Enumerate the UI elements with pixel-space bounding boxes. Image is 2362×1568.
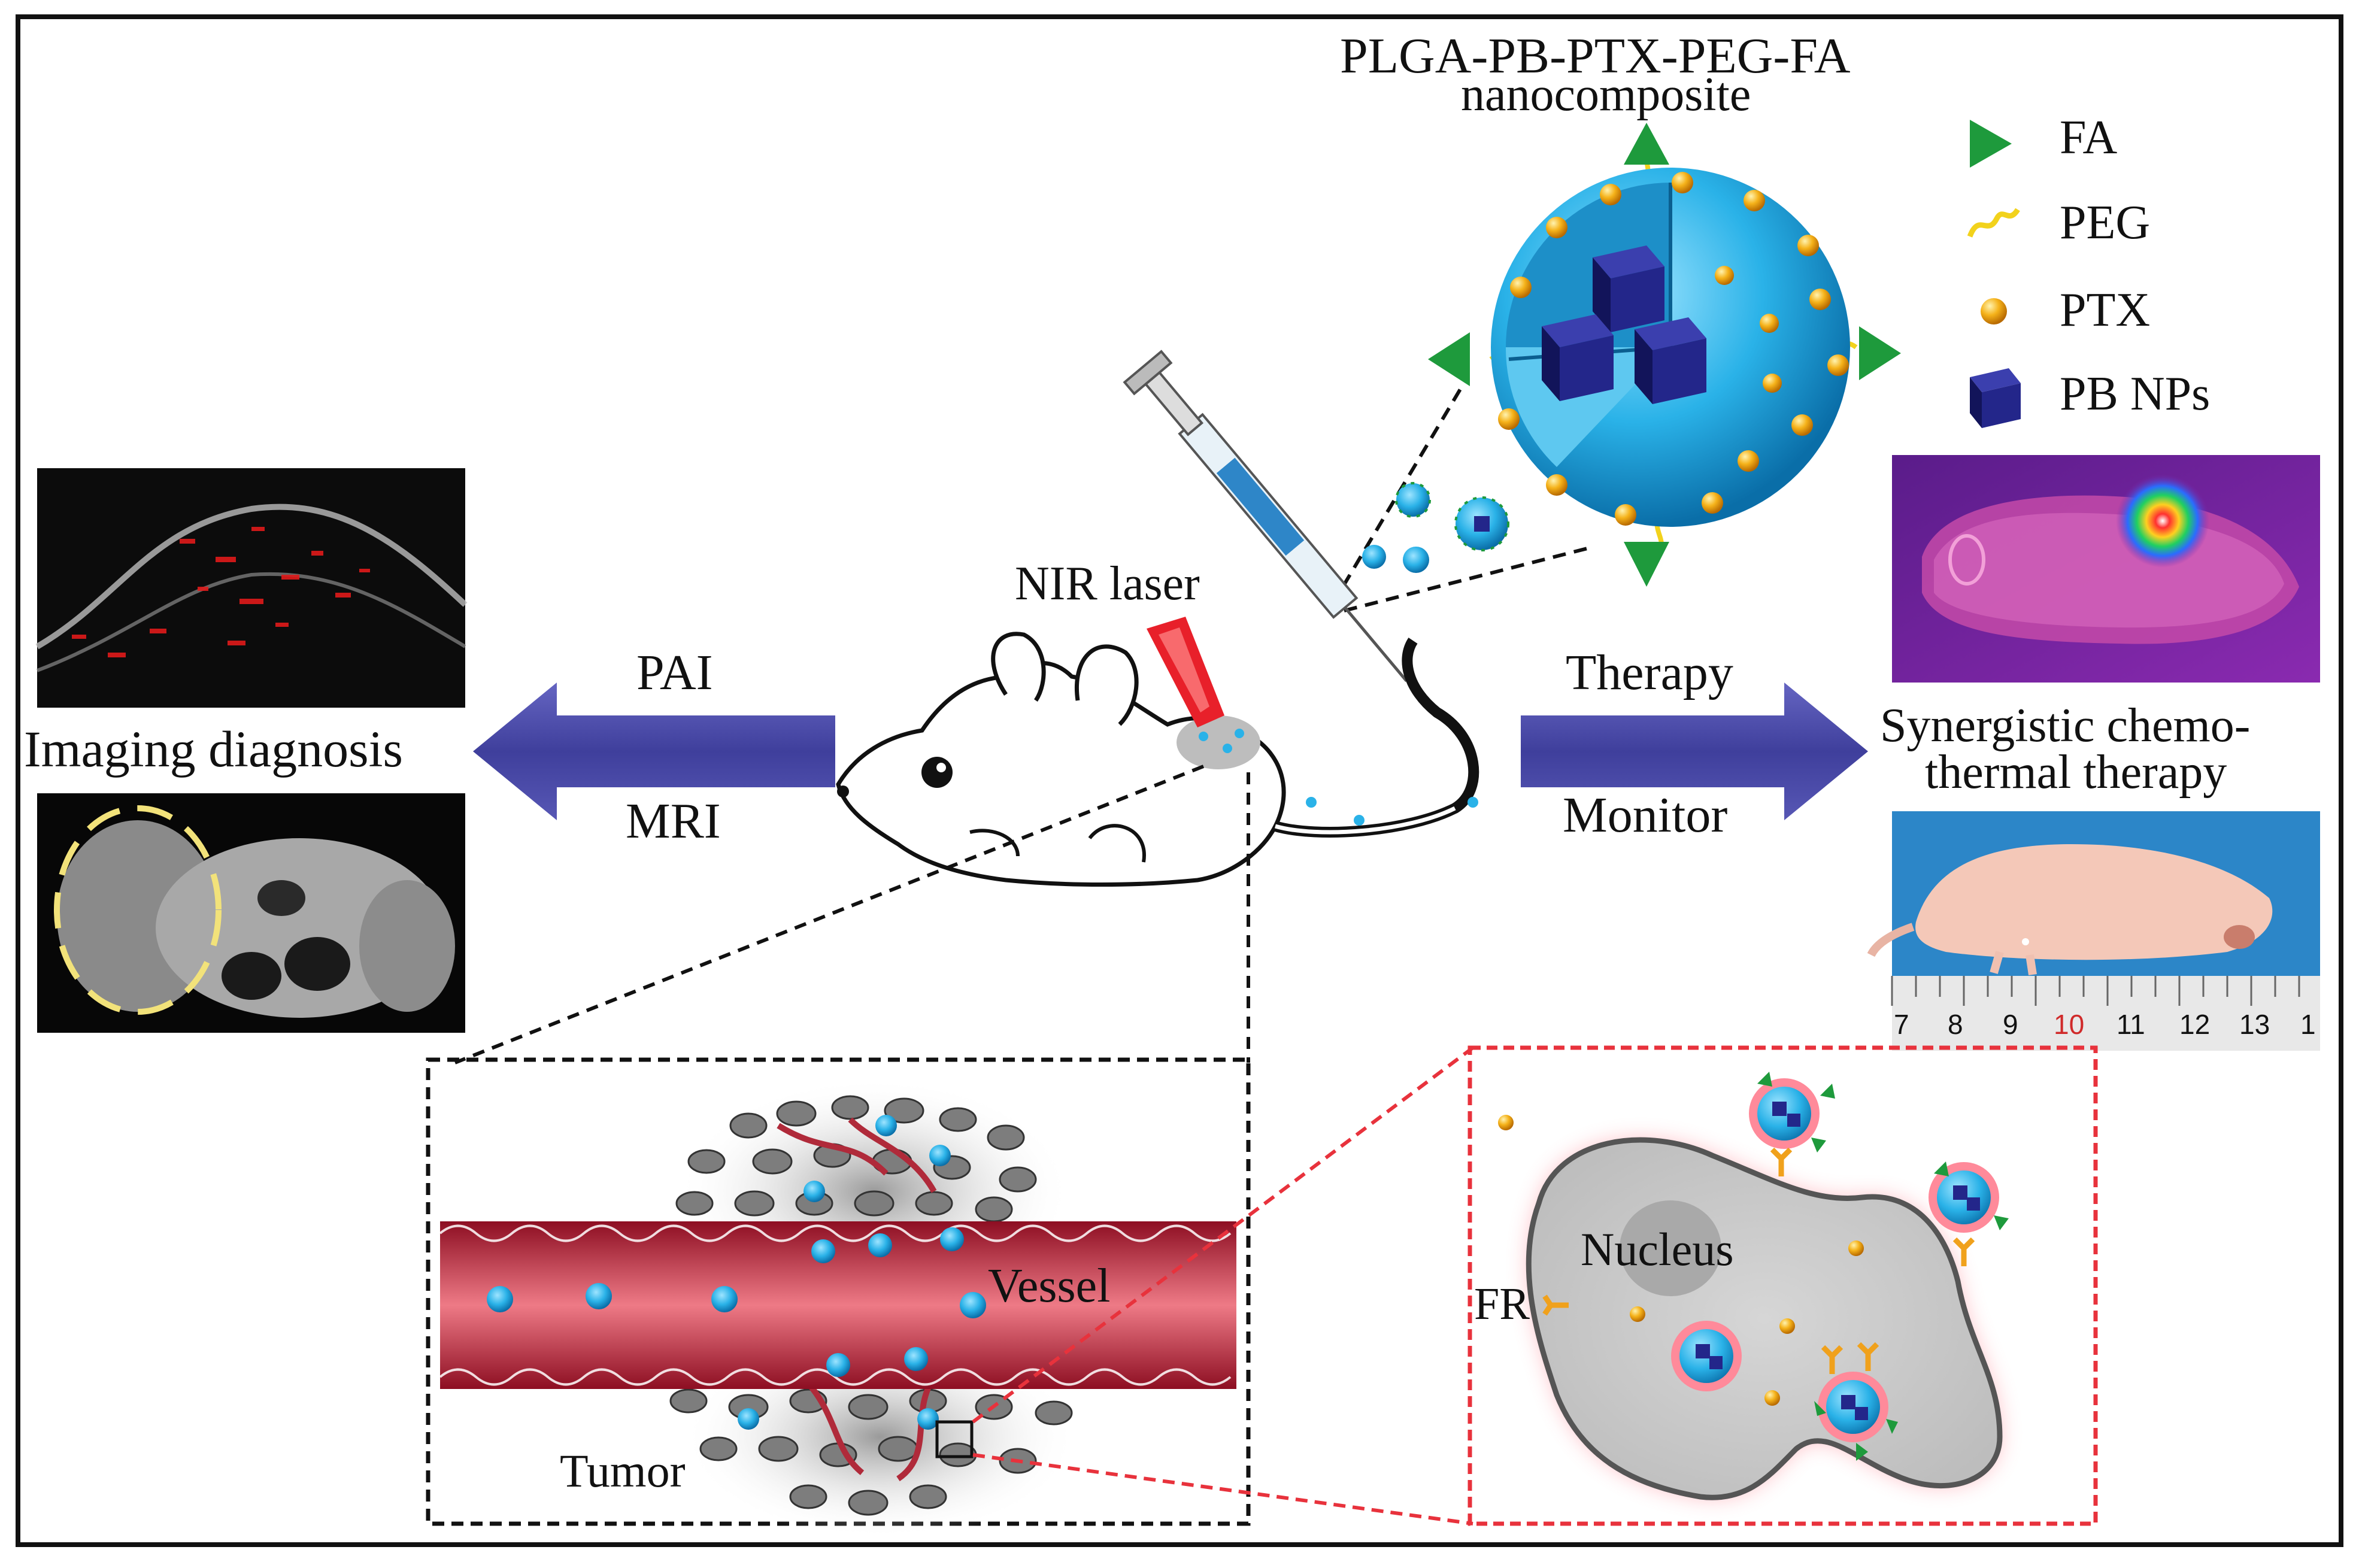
cell-particles xyxy=(1498,1072,2009,1461)
mri-label: MRI xyxy=(626,793,721,849)
ruler-tick-7: 7 xyxy=(1894,1009,1909,1040)
syringe xyxy=(1123,350,1408,683)
pai-image xyxy=(35,468,468,708)
pai-label: PAI xyxy=(636,645,713,700)
vessel-label: Vessel xyxy=(988,1260,1111,1312)
ruler-tick-8: 8 xyxy=(1948,1009,1963,1040)
legend-pb-label: PB NPs xyxy=(2060,368,2211,420)
legend-peg-icon xyxy=(1967,208,2020,238)
synergistic-label-line1: Synergistic chemo- xyxy=(1880,699,2251,752)
mri-image xyxy=(37,793,465,1033)
nucleus xyxy=(1620,1200,1721,1296)
thermal-image xyxy=(1892,455,2320,683)
ruler-tick-10: 10 xyxy=(2054,1009,2085,1040)
legend-ptx-icon xyxy=(1981,298,2007,324)
cell-panel xyxy=(1467,1045,2098,1526)
nir-laser-label: NIR laser xyxy=(1015,557,1200,610)
zoom-box xyxy=(935,1420,974,1458)
nanocomposite-particle xyxy=(1330,123,1901,612)
imaging-arrow xyxy=(473,683,835,820)
title-line2: nanocomposite xyxy=(1461,68,1751,121)
red-zoom-line-bottom xyxy=(972,1453,1473,1525)
fa-triangle xyxy=(1624,123,1669,165)
mouse-illustration xyxy=(836,632,1479,887)
therapy-arrow xyxy=(1521,683,1868,820)
legend-fa-icon xyxy=(1970,120,2012,168)
synergistic-label-line2: thermal therapy xyxy=(1925,746,2227,799)
folate-receptors xyxy=(1542,1147,1975,1374)
ptx-dots xyxy=(1498,172,1849,526)
outer-frame xyxy=(16,14,2343,1547)
legend-ptx-label: PTX xyxy=(2060,284,2151,336)
ruler xyxy=(1891,976,2320,1051)
ruler-tick-11: 11 xyxy=(2117,1009,2145,1040)
ruler-tick-9: 9 xyxy=(2003,1009,2018,1040)
mini-particles xyxy=(1362,482,1509,573)
therapy-label: Therapy xyxy=(1566,645,1733,700)
pb-np-cubes xyxy=(1542,245,1706,404)
ruler-tick-13: 13 xyxy=(2239,1009,2270,1040)
tumor-label: Tumor xyxy=(560,1445,686,1497)
title-line1: PLGA-PB-PTX-PEG-FA xyxy=(1340,28,1851,84)
red-zoom-line-top xyxy=(972,1046,1474,1424)
legend-fa-label: FA xyxy=(2060,111,2118,164)
legend-pb-icon xyxy=(1970,368,2021,428)
legend-peg-label: PEG xyxy=(2060,196,2151,249)
vessel-particles xyxy=(487,1115,986,1430)
imaging-diagnosis-label: Imaging diagnosis xyxy=(24,720,403,778)
legend xyxy=(1967,120,2021,428)
nucleus-label: Nucleus xyxy=(1581,1223,1734,1275)
fr-label: FR xyxy=(1474,1279,1530,1329)
mouse-photo xyxy=(1867,811,2320,976)
monitor-label: Monitor xyxy=(1563,787,1728,843)
ruler-tick-12: 12 xyxy=(2179,1009,2211,1040)
ruler-tick-1: 1 xyxy=(2300,1009,2316,1040)
